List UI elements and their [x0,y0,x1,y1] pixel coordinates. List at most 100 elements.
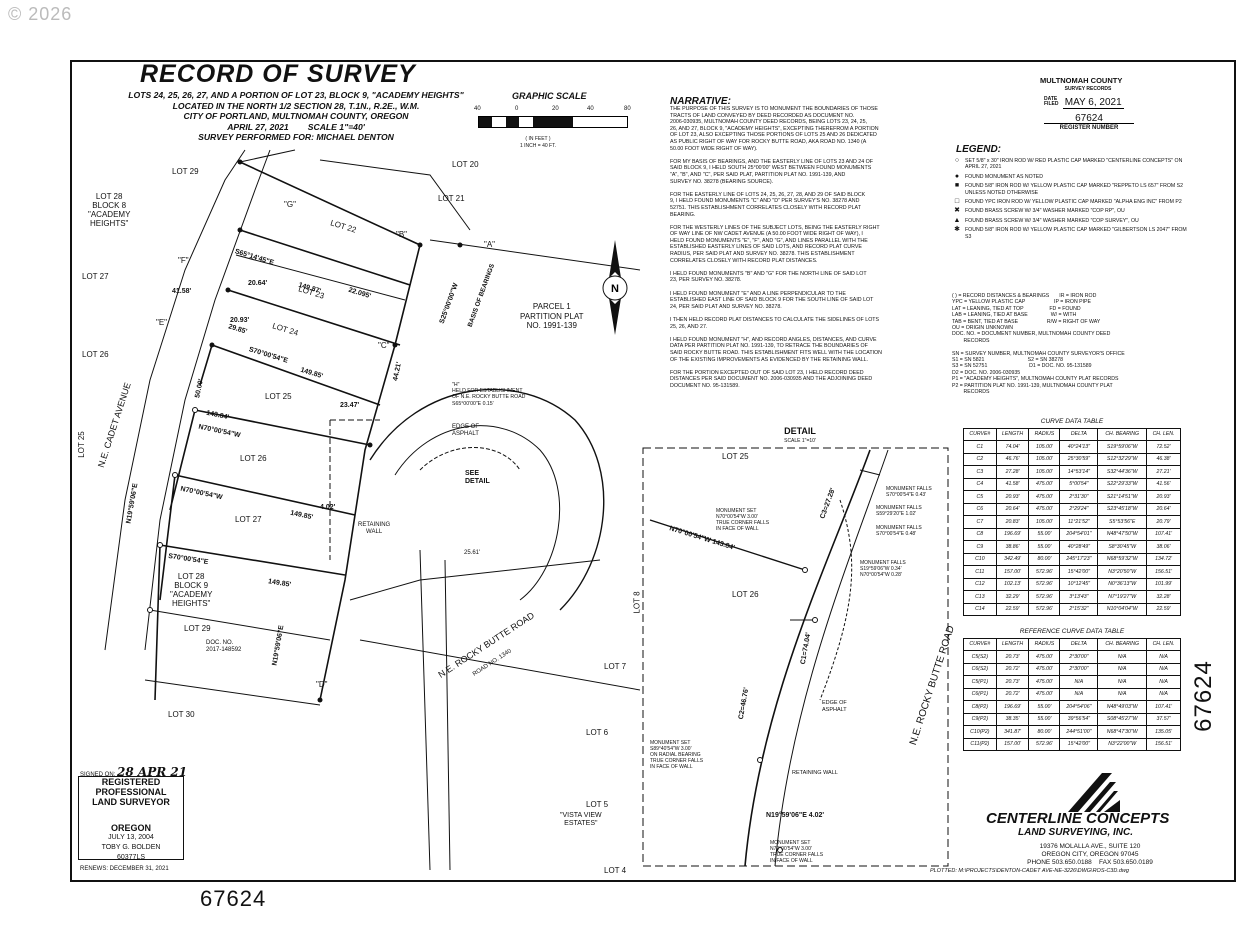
register-number-side: 67624 [1189,660,1217,732]
rocky-butte-curve-outer [369,388,605,611]
brass-screw-rp-icon: ✖ [954,207,960,215]
legend-item-text: FOUND 5/8" IRON ROD W/ YELLOW PLASTIC CA… [965,183,1183,196]
company-name: CENTERLINE CONCEPTS [986,810,1170,827]
table-row: C10(P2)341.87'80.00'244°51'00"N68°47'30"… [963,725,1181,739]
monument-note: MONUMENT FALLS S70°00'54"E 0.43' [886,486,932,498]
open-square-icon: □ [954,198,960,206]
company-logo-icon [1068,773,1120,812]
parcel-label: PARCEL 1 PARTITION PLAT NO. 1991-139 [520,302,584,330]
legend-item: ✱ FOUND 5/8" IRON ROD W/ YELLOW PLASTIC C… [952,226,1192,240]
vista-view-estates: "VISTA VIEW ESTATES" [560,812,602,827]
lot-west-line [154,344,213,701]
north-arrow-circle [602,275,628,301]
table-cell: 2°15'32" [1059,602,1099,616]
lot-line-26 [194,409,371,446]
survey-subtitle: LOTS 24, 25, 26, 27, AND A PORTION OF LO… [128,90,464,142]
table-cell: 204°54'01" [1059,527,1099,541]
legend-item: ▲FOUND BRASS SCREW W/ 3/4" WASHER MARKED… [952,217,1192,224]
north-arrow-icon [609,240,621,278]
lot-line-29 [149,609,331,641]
abbreviations: ( ) = RECORD DISTANCES & BEARINGS IR = I… [952,293,1125,396]
table-cell: 22.59' [1146,602,1181,616]
table-row: C11(P2)157.00'572.96'15°42'00"N3°22'00"W… [963,737,1181,751]
detail-title-text: DETAIL [784,426,816,436]
lot-28-block-8: LOT 28 BLOCK 8 "ACADEMY HEIGHTS" [88,192,131,228]
dimension: 41.58' [172,288,192,295]
edge-asphalt-label: EDGE OF ASPHALT [452,424,480,437]
stamp-line: REGISTERED [101,777,161,787]
signed-date: 28 APR 21 [117,765,188,779]
company-subtitle: LAND SURVEYING, INC. [1018,827,1134,838]
detail-callout-box [329,419,380,560]
cadet-west-line [104,149,246,651]
legend-item: ■ FOUND 5/8" IRON ROD W/ YELLOW PLASTIC C… [952,182,1192,196]
road-south-line [359,639,641,691]
legend-item: ○SET 5/8" x 30" IRON ROD W/ RED PLASTIC … [952,157,1192,171]
star-icon: ✱ [954,226,960,234]
lot-label: LOT 27 [235,515,262,524]
renewal-date: RENEWS: DECEMBER 31, 2021 [80,866,169,872]
monument-c: "C" [378,341,390,350]
county-name: MULTNOMAH COUNTY [1040,76,1123,85]
table-cell: N/A [1146,675,1181,689]
signed-on: SIGNED ON: 28 APR 21 [80,765,187,779]
legend-item: □ FOUND YPC IRON ROD W/ YELLOW PLASTIC CA… [952,198,1192,206]
monument-e: "E" [156,318,168,327]
monument-b: "B" [396,230,408,239]
county-records: SURVEY RECORDS [1064,86,1112,92]
rocky-butte-curve-inner [394,425,561,601]
dimension: 20.93' [230,317,250,324]
detail-lot-label: LOT 4 [604,866,627,875]
legend-item-text: FOUND 5/8" IRON ROD W/ YELLOW PLASTIC CA… [965,227,1187,240]
detail-curve-east [774,449,889,867]
dimension: 20.64' [248,280,268,287]
table-cell: 572.96' [1028,737,1061,751]
monument-h: "H" HELD FOR ESTABLISHMENT OF N.E. ROCKY… [452,382,526,407]
lot-label: LOT 30 [168,710,195,719]
detail-lot-label: LOT 8 [632,591,642,614]
plotted-path: PLOTTED: M:\PROJECTS\DENTON-CADET AVE-NE… [930,868,1129,874]
detail-lot-label: LOT 7 [604,662,627,671]
scale-tick: 40 [587,106,594,112]
date-filed: DATE FILED MAY 6, 2021 [1044,96,1124,109]
legend-item-text: FOUND MONUMENT AS NOTED [965,173,1044,180]
north-lot-line [239,149,471,231]
lot-line-25 [211,344,381,406]
lot-label: LOT 20 [452,160,479,169]
county-box: MULTNOMAH COUNTY SURVEY RECORDS [1040,76,1136,94]
register-number: 67624 [1044,114,1134,124]
table-cell: N/A [1059,675,1099,689]
scale-tick: 80 [624,106,631,112]
table-title: REFERENCE CURVE DATA TABLE [1019,628,1125,636]
detail-lot-line [649,519,806,571]
signed-label: SIGNED ON: [80,772,116,778]
detail-scale: SCALE 1"=10' [784,438,816,444]
legend-item-text: FOUND BRASS SCREW W/ 3/4" WASHER MARKED … [965,208,1125,215]
legend-title: LEGEND: [956,144,1001,155]
stamp-line: PROFESSIONAL [95,787,167,797]
lot-label: LOT 27 [82,272,109,281]
scale-tick: 20 [552,106,559,112]
road-line [349,559,601,601]
company-address: 19376 MOLALLA AVE., SUITE 120 OREGON CIT… [1027,843,1153,866]
stamp-line: OREGON [110,823,151,833]
lot-line-30 [144,679,321,706]
filled-square-icon: ■ [954,182,960,190]
legend-item-text: FOUND BRASS SCREW W/ 3/4" WASHER MARKED … [965,217,1139,224]
stamp-line: LAND SURVEYOR [92,797,170,807]
legend-item-text: FOUND YPC IRON ROD W/ YELLOW PLASTIC CAP… [965,199,1182,206]
monument-note: MONUMENT SET S89°40'54"W 3.00' ON RADIAL… [650,740,704,770]
detail-retaining-wall [819,499,853,701]
block-east-line [239,161,421,701]
lot-label: LOT 29 [172,167,199,176]
date-filed-label: DATE FILED [1044,96,1059,108]
